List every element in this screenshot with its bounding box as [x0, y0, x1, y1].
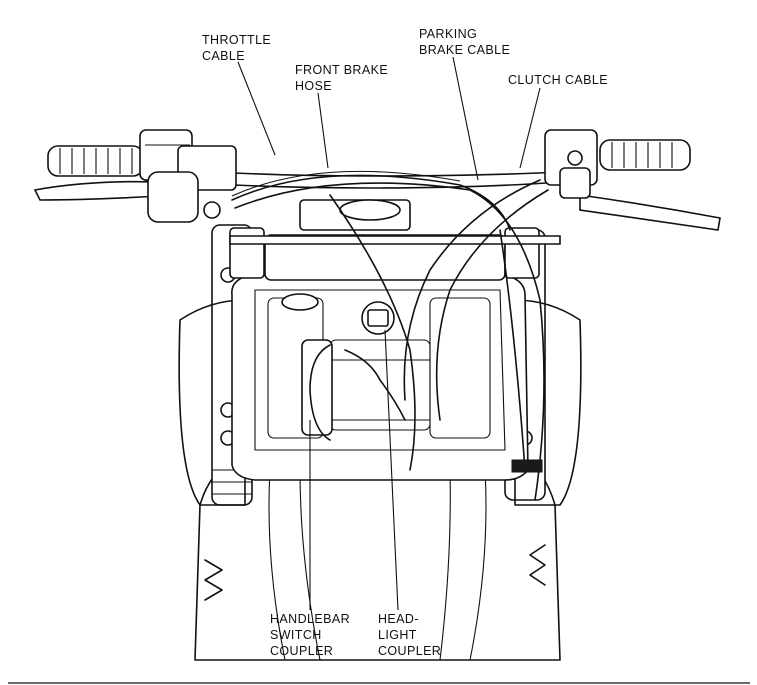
label-front-brake-hose-line1: FRONT BRAKE — [295, 63, 389, 77]
label-throttle-cable: THROTTLE CABLE — [202, 32, 271, 64]
label-front-brake-hose: FRONT BRAKE HOSE — [295, 62, 388, 94]
label-headlight-coupler-line3: COUPLER — [378, 644, 442, 658]
label-handlebar-switch-coupler-line3: COUPLER — [270, 644, 334, 658]
label-parking-brake-cable-line2: BRAKE CABLE — [419, 43, 511, 57]
label-clutch-cable-line1: CLUTCH CABLE — [508, 73, 608, 87]
handlebar — [144, 167, 561, 245]
label-handlebar-switch-coupler-line1: HANDLEBAR — [270, 612, 351, 626]
right-grip — [599, 139, 691, 171]
right-lever — [579, 194, 721, 231]
label-headlight-coupler: HEAD- LIGHT COUPLER — [378, 611, 441, 659]
headlight-case — [231, 274, 529, 481]
left-lever — [33, 180, 161, 201]
headlight-cowl — [178, 299, 582, 506]
cables — [231, 170, 549, 501]
steering-stem — [229, 199, 540, 281]
label-front-brake-hose-line2: HOSE — [295, 79, 333, 93]
label-throttle-cable-line2: CABLE — [202, 49, 245, 63]
label-parking-brake-cable-line1: PARKING — [419, 27, 478, 41]
couplers — [309, 301, 406, 441]
right-switch-housing — [544, 129, 598, 199]
label-headlight-coupler-line2: LIGHT — [378, 628, 417, 642]
label-parking-brake-cable: PARKING BRAKE CABLE — [419, 26, 510, 58]
label-clutch-cable: CLUTCH CABLE — [508, 72, 608, 88]
left-grip — [47, 145, 144, 177]
label-headlight-coupler-line1: HEAD- — [378, 612, 419, 626]
left-switch-housing — [139, 129, 237, 223]
label-handlebar-switch-coupler: HANDLEBAR SWITCH COUPLER — [270, 611, 350, 659]
leader-lines — [237, 56, 541, 611]
label-throttle-cable-line1: THROTTLE — [202, 33, 272, 47]
label-handlebar-switch-coupler-line2: SWITCH — [270, 628, 322, 642]
